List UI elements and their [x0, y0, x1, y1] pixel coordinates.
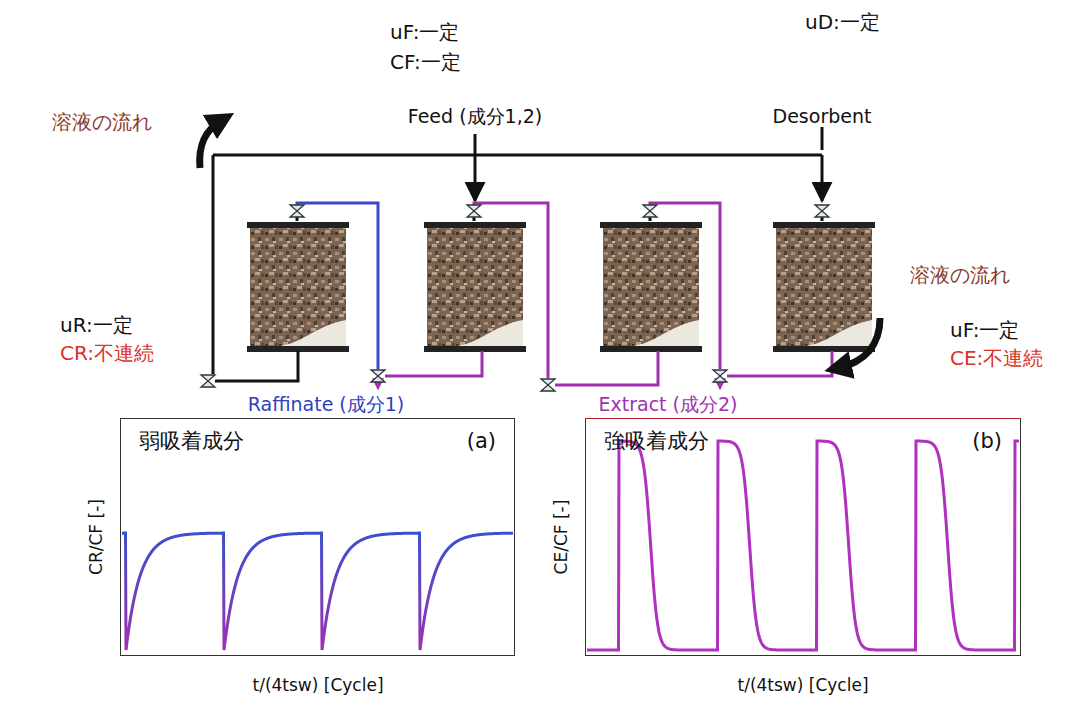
label-anchor: CR:不連続: [60, 342, 154, 365]
flow-rate-label: uF:一定: [950, 319, 1019, 342]
label-anchor: CF:一定: [390, 51, 461, 74]
axis-label: CR/CF [-]: [87, 499, 107, 575]
extract-curve: [587, 441, 1019, 650]
label-anchor: uR:一定: [60, 314, 133, 337]
label-anchor: CE/CF [-]: [552, 500, 572, 575]
label-anchor: Feed (成分1,2): [408, 106, 542, 128]
axis-label: t/(4tsw) [Cycle]: [737, 676, 868, 696]
label-anchor: 溶液の流れ: [910, 264, 1010, 287]
label-anchor: t/(4tsw) [Cycle]: [737, 676, 868, 696]
column: [247, 222, 875, 352]
label-anchor: CE:不連続: [950, 347, 1043, 370]
flow-arrow: [200, 120, 880, 368]
chart-title: 弱吸着成分: [139, 429, 244, 453]
label-anchor: uD:一定: [805, 11, 880, 34]
piping: [385, 203, 832, 385]
outlet-label: Extract (成分2): [598, 394, 737, 416]
label-anchor: Desorbent: [773, 106, 872, 128]
axis-label: CE/CF [-]: [552, 500, 572, 575]
inlet-label: Feed (成分1,2): [408, 106, 542, 128]
label-anchor: uF:一定: [950, 319, 1019, 342]
label-anchor: CR/CF [-]: [87, 499, 107, 575]
piping: [297, 203, 378, 369]
panel-letter: (b): [972, 429, 1002, 453]
flow-rate-label: uR:一定: [60, 314, 133, 337]
label-anchor: uF:一定: [390, 21, 459, 44]
outlet-label: Raffinate (成分1): [248, 394, 405, 416]
chart-frame: 弱吸着成分 (a): [120, 418, 515, 656]
piping: [213, 127, 822, 381]
inlet-label: Desorbent: [773, 106, 872, 128]
label-anchor: 溶液の流れ: [52, 111, 152, 134]
panel-letter: (a): [467, 429, 496, 453]
concentration-label: CR:不連続: [60, 342, 154, 365]
label-anchor: Raffinate (成分1): [248, 394, 405, 416]
valve: [201, 205, 829, 391]
flow-rate-label: uF:一定: [390, 21, 459, 44]
label-anchor: t/(4tsw) [Cycle]: [252, 676, 383, 696]
axis-label: t/(4tsw) [Cycle]: [252, 676, 383, 696]
concentration-label: CF:一定: [390, 51, 461, 74]
concentration-curves: [122, 441, 1019, 650]
label-anchor: Extract (成分2): [598, 394, 737, 416]
raffinate-curve: [122, 533, 513, 650]
flow-rate-label: uD:一定: [805, 11, 880, 34]
chart-title: 強吸着成分: [604, 429, 709, 453]
chart-frame: 強吸着成分 (b): [585, 418, 1021, 656]
flow-direction-label: 溶液の流れ: [52, 111, 152, 134]
flow-direction-label: 溶液の流れ: [910, 264, 1010, 287]
concentration-label: CE:不連続: [950, 347, 1043, 370]
